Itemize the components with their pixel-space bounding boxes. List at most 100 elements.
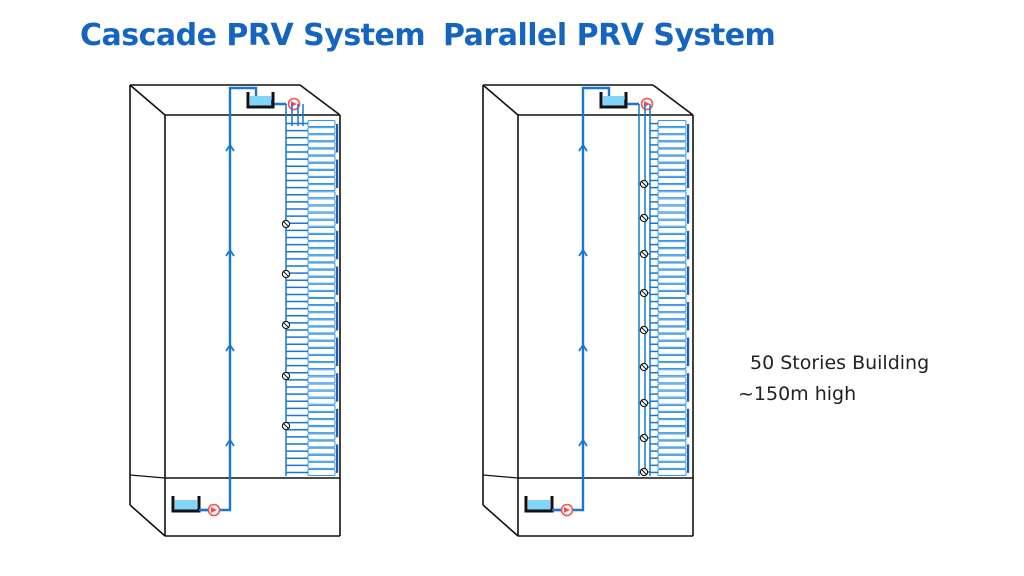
floor-fixture [657, 262, 687, 270]
fixture-zone-accent [336, 337, 339, 367]
tank-water [528, 500, 550, 510]
prv-valve-icon [639, 213, 649, 223]
prv-mark [640, 326, 648, 334]
basement-side-line [129, 474, 166, 479]
prv-valve-icon [639, 362, 649, 372]
floor-fixture [657, 347, 687, 355]
tank-walls [246, 92, 275, 109]
floor-fixture [657, 169, 687, 177]
floor-fixture [657, 369, 687, 377]
fixture-zone-accent [687, 195, 690, 224]
fixture-zone-accent [336, 230, 339, 260]
prv-valve-icon [281, 421, 291, 431]
floor-fixture [657, 148, 687, 156]
floor-fixture [657, 433, 687, 441]
fixture-zone-accent [336, 124, 339, 153]
floor-fixture [657, 226, 687, 234]
prv-valve-icon [639, 433, 649, 443]
prv-mark [640, 180, 648, 188]
prv-valve-icon [281, 219, 291, 229]
floor-fixture [657, 184, 687, 192]
floor-fixture [657, 397, 687, 405]
floor-fixture [657, 298, 687, 305]
fixture-zone-accent [336, 444, 339, 473]
floor-fixture [657, 440, 687, 448]
fixture-zone-accent [687, 230, 690, 260]
floor-fixture [657, 404, 687, 412]
prv-valve-icon [639, 288, 649, 298]
floor-fixture [657, 234, 687, 241]
floor-fixture [657, 276, 687, 284]
floor-fixture [657, 426, 687, 434]
flow-arrow-icon [225, 343, 235, 352]
fixture-zone-accent [687, 266, 690, 295]
flow-arrow-icon [578, 343, 588, 352]
floor-fixture [657, 134, 687, 142]
fixture-zone-accent [336, 159, 339, 189]
building [129, 84, 341, 537]
floor-fixture [657, 362, 687, 370]
prv-mark [640, 250, 648, 258]
roof-tank-icon [599, 92, 628, 109]
prv-mark [640, 468, 648, 476]
floor-fixture [657, 219, 687, 227]
floor-fixture [657, 177, 687, 184]
basement-tank-icon [524, 496, 554, 513]
floor-fixture [657, 205, 687, 213]
floor-fixture [657, 412, 687, 419]
fixture-zone-accent [336, 266, 339, 295]
floor-fixture [657, 305, 687, 313]
fixture-zone-accent [687, 159, 690, 189]
tank-water [603, 96, 624, 106]
floor-fixture [657, 141, 687, 149]
tank-walls [171, 496, 201, 513]
fixture-zone-accent [687, 124, 690, 153]
prv-valve-icon [639, 179, 649, 189]
fixture-zone-accent [687, 337, 690, 367]
roof-right-diagonal [299, 84, 341, 116]
prv-mark [282, 270, 290, 278]
floor-fixture [657, 127, 687, 135]
building-stories-label: 50 Stories Building [750, 352, 930, 374]
floor-fixture [657, 120, 687, 127]
floor-fixture [657, 326, 687, 334]
building [482, 84, 694, 537]
floor-fixture [657, 447, 687, 455]
basement-side-line [482, 474, 519, 479]
floor-fixture [657, 198, 687, 206]
distribution-pipework [638, 104, 658, 476]
fixture-zone-accent [687, 373, 690, 402]
floor-fixture [657, 469, 687, 476]
prv-mark [640, 399, 648, 407]
basement-pump-icon [207, 503, 221, 517]
floor-fixture [657, 162, 687, 170]
roof-pump-icon [640, 97, 654, 111]
floor-fixture [657, 355, 687, 362]
floor-fixture [657, 283, 687, 291]
flow-arrow-icon [225, 438, 235, 447]
prv-mark [282, 321, 290, 329]
base-diagonal [482, 504, 519, 537]
roof-tank-icon [246, 92, 275, 109]
distribution-pipework [285, 104, 308, 476]
floor-fixture [657, 454, 687, 462]
prv-valve-icon [639, 325, 649, 335]
basement-tank-icon [171, 496, 201, 513]
floor-fixture [657, 340, 687, 348]
floor-fixture [657, 255, 687, 263]
building-height-label: ~150m high [738, 383, 857, 405]
fixture-zone-accent [687, 302, 690, 331]
tank-water [250, 96, 271, 106]
floor-fixture [657, 461, 687, 469]
floor-fixture [657, 390, 687, 398]
floor-fixture [657, 383, 687, 391]
flow-arrow-icon [578, 438, 588, 447]
prv-valve-icon [281, 371, 291, 381]
parallel-title: Parallel PRV System [443, 18, 776, 53]
fixture-zone-accent [336, 373, 339, 402]
flow-arrow-icon [225, 248, 235, 257]
prv-valve-icon [639, 467, 649, 477]
floor-fixture [657, 312, 687, 320]
